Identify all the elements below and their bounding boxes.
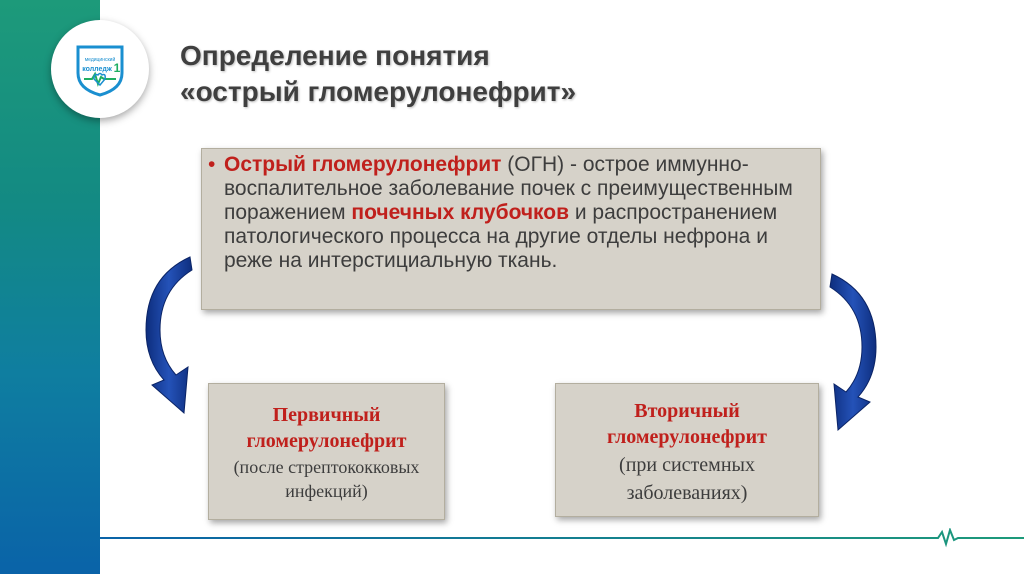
college-logo: медицинский колледж 1 <box>51 20 149 118</box>
secondary-title-line-2: гломерулонефрит <box>607 426 767 448</box>
primary-title-line-1: Первичный <box>272 404 381 426</box>
definition-text-part-1: (ОГН) - острое иммунно-воспалительное за… <box>224 153 793 224</box>
curved-arrow-right-icon <box>829 273 877 432</box>
primary-glomerulonephritis-box: Первичный гломерулонефрит (после стрепто… <box>208 383 445 520</box>
logo-text-bottom: колледж <box>82 66 113 73</box>
logo-number: 1 <box>114 61 121 75</box>
secondary-glomerulonephritis-box: Вторичный гломерулонефрит (при системных… <box>555 383 819 517</box>
heartbeat-line-icon <box>100 528 1024 548</box>
definition-box: • Острый гломерулонефрит (ОГН) - острое и… <box>201 148 821 310</box>
definition-text-part-2: и распространением патологического проце… <box>224 201 778 272</box>
definition-highlight: почечных клубочков <box>351 201 570 224</box>
college-logo-icon: медицинский колледж 1 <box>76 45 124 97</box>
page-title: Определение понятия «острый гломерулонеф… <box>180 38 576 110</box>
primary-title-line-2: гломерулонефрит <box>246 430 407 452</box>
definition-term: Острый гломерулонефрит <box>224 153 502 176</box>
title-line-1: Определение понятия <box>180 40 490 71</box>
title-line-2: «острый гломерулонефрит» <box>180 76 577 107</box>
secondary-note-line-2: заболеваниях) <box>626 482 748 504</box>
logo-text-top: медицинский <box>85 56 116 63</box>
secondary-title-line-1: Вторичный <box>634 400 740 422</box>
primary-note-line-2: инфекций) <box>285 481 368 501</box>
secondary-note-line-1: (при системных <box>619 454 755 476</box>
definition-text: • Острый гломерулонефрит (ОГН) - острое и… <box>208 153 808 273</box>
bullet: • <box>208 153 216 176</box>
primary-note-line-1: (после стрептококковых <box>233 457 420 477</box>
curved-arrow-left-icon <box>145 256 193 415</box>
